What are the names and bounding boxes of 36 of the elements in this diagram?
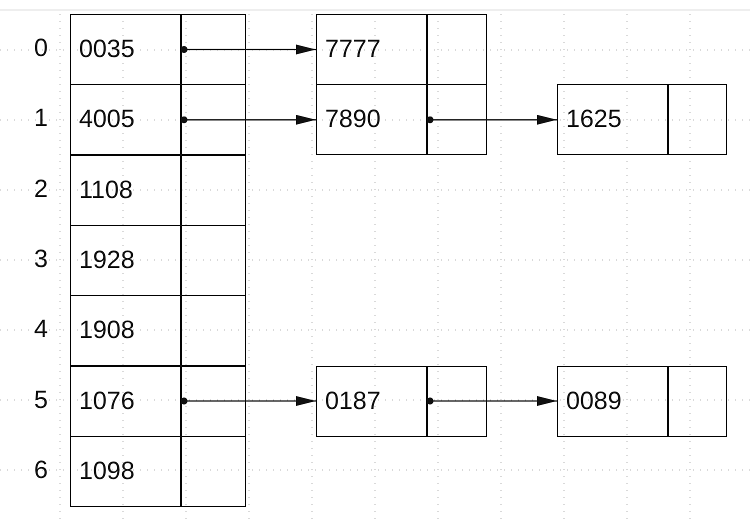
row-index: 2: [33, 174, 49, 204]
row-index: 0: [33, 34, 49, 63]
row-index: 4: [33, 315, 49, 344]
pointer-cell: [180, 154, 246, 226]
key-cell: 0089: [557, 366, 668, 436]
pointer-cell: [180, 14, 246, 85]
key-cell: 1098: [70, 436, 182, 507]
key-cell: 1908: [70, 295, 182, 366]
key-cell: 0187: [316, 366, 428, 436]
key-cell: 7777: [316, 14, 428, 85]
key-cell: 7890: [316, 84, 428, 156]
pointer-arrow: [180, 44, 316, 54]
row-index: 6: [33, 456, 49, 485]
pointer-arrow: [180, 114, 316, 125]
pointer-cell: [180, 224, 246, 296]
pointer-cell: [667, 366, 727, 436]
row-index: 3: [33, 244, 49, 274]
pointer-cell: [180, 295, 246, 366]
pointer-cell: [426, 84, 487, 156]
key-cell: 0035: [70, 14, 182, 85]
pointer-cell: [180, 84, 246, 156]
pointer-cell: [426, 366, 487, 436]
key-cell: 4005: [70, 84, 182, 156]
key-cell: 1928: [70, 224, 182, 296]
pointer-cell: [667, 84, 727, 156]
key-cell: 1076: [70, 366, 182, 436]
pointer-arrow: [426, 114, 557, 125]
key-cell: 1625: [557, 84, 668, 156]
pointer-cell: [426, 14, 487, 85]
pointer-arrow: [426, 396, 557, 406]
pointer-cell: [180, 366, 246, 436]
row-index: 5: [33, 386, 49, 414]
pointer-arrow: [180, 396, 316, 406]
key-cell: 1108: [70, 154, 182, 226]
pointer-cell: [180, 436, 246, 507]
row-index: 1: [33, 104, 49, 134]
